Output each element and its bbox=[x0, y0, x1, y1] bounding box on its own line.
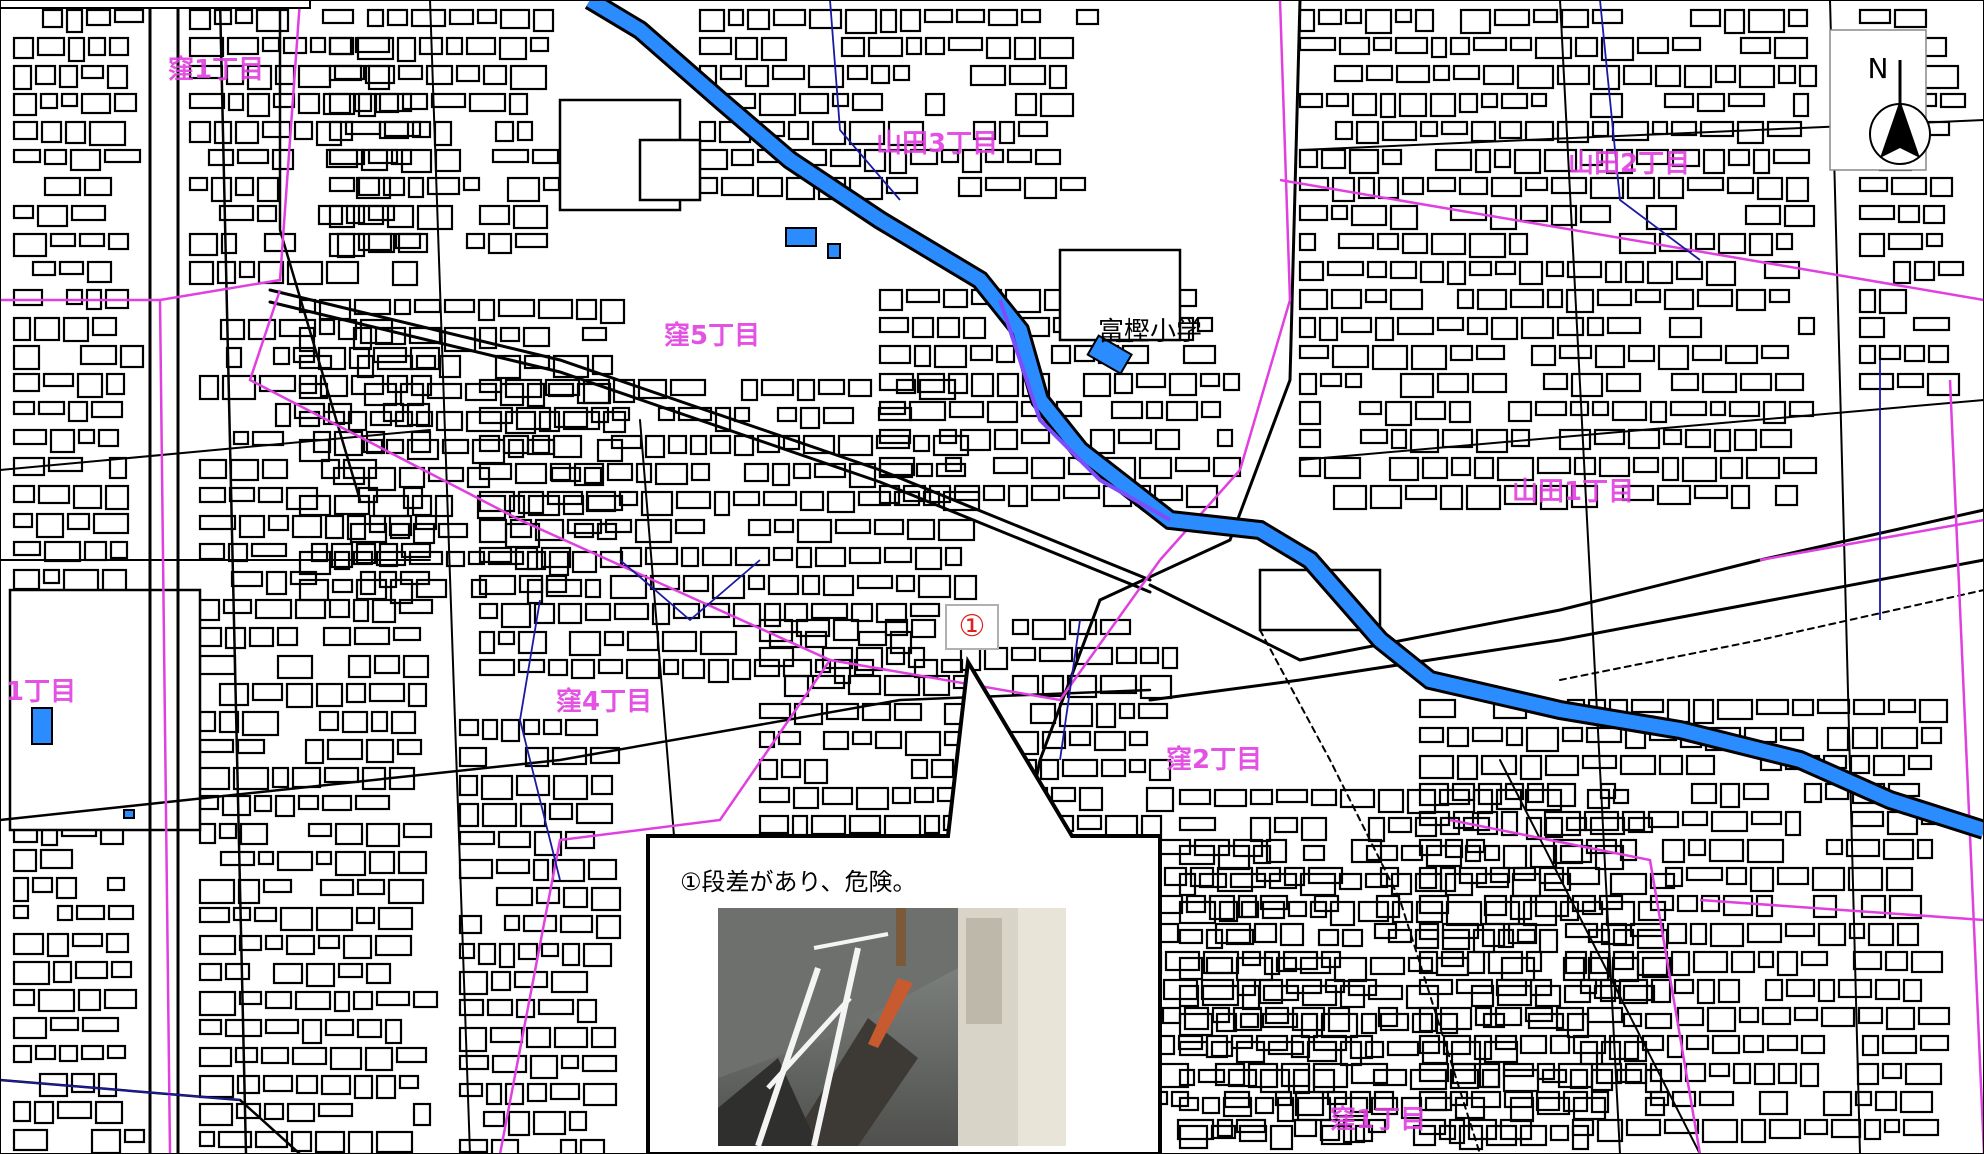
district-label: 山田1丁目 bbox=[1512, 477, 1634, 507]
district-label: 山田2丁目 bbox=[1568, 149, 1690, 179]
water-channels bbox=[0, 0, 1881, 1101]
location-marker-1[interactable]: ① bbox=[945, 604, 999, 650]
north-label: N bbox=[1868, 52, 1889, 85]
district-labels: 窪1丁目 山田3丁目 山田2丁目 窪5丁目 山田1丁目 1丁目 窪4丁目 窪2丁… bbox=[6, 54, 1690, 1135]
district-label: 窪4丁目 bbox=[556, 686, 652, 717]
river bbox=[584, 0, 1984, 840]
school-label: 富樫小学 bbox=[1098, 317, 1202, 347]
district-label: 1丁目 bbox=[6, 677, 76, 707]
school-rect: 富樫小学 bbox=[1098, 317, 1202, 347]
hazard-photo bbox=[718, 908, 1066, 1146]
frame-tab bbox=[0, 0, 311, 9]
district-label: 山田3丁目 bbox=[876, 129, 998, 159]
district-label: 窪1丁目 bbox=[168, 54, 264, 85]
callout-caption: ①段差があり、危険。 bbox=[680, 868, 917, 896]
ponds bbox=[31, 227, 1133, 819]
district-label: 窪2丁目 bbox=[1166, 744, 1262, 775]
building-footprints bbox=[8, 8, 1967, 1154]
district-label: 窪1丁目 bbox=[1330, 1104, 1426, 1135]
district-label: 窪5丁目 bbox=[664, 320, 760, 351]
north-arrow-icon: N bbox=[1829, 29, 1931, 171]
